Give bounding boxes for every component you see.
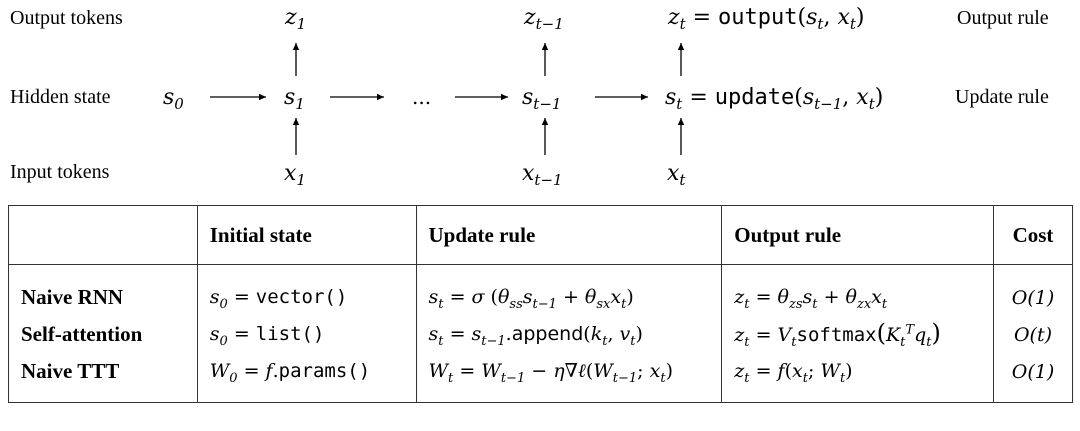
ttt-update-rule: Wt = Wt−1 − η∇ℓ(Wt−1; xt) bbox=[415, 353, 723, 403]
node-z-t-minus-1: zt−1 bbox=[523, 5, 564, 33]
header-initial-state: Initial state bbox=[196, 205, 417, 265]
node-z1: z1 bbox=[284, 5, 306, 33]
rnn-output-rule: zt = θzsst + θzxxt bbox=[721, 264, 995, 316]
row-name-self-attention: Self-attention bbox=[8, 316, 198, 353]
output-tokens-label: Output tokens bbox=[10, 7, 123, 29]
header-output-rule: Output rule bbox=[721, 205, 995, 265]
output-fn-name: output bbox=[718, 5, 797, 30]
node-xt: xt bbox=[667, 161, 686, 189]
node-s-t-minus-1: st−1 bbox=[522, 85, 561, 113]
node-x1: x1 bbox=[284, 161, 306, 189]
ellipsis: ... bbox=[412, 85, 431, 109]
comparison-table: Initial state Update rule Output rule Co… bbox=[8, 205, 1073, 403]
input-tokens-label: Input tokens bbox=[10, 161, 110, 183]
table-header-row: Initial state Update rule Output rule Co… bbox=[8, 205, 1073, 265]
ttt-initial-state: W0 = f.params() bbox=[196, 353, 417, 403]
node-s0: s0 bbox=[163, 85, 184, 113]
table-row: Naive TTT W0 = f.params() Wt = Wt−1 − η∇… bbox=[8, 353, 1073, 403]
ttt-cost: O(1) bbox=[993, 353, 1073, 403]
update-rule-label: Update rule bbox=[955, 86, 1049, 108]
table-row: Naive RNN s0 = vector() st = σ (θssst−1 … bbox=[8, 264, 1073, 316]
header-update-rule: Update rule bbox=[415, 205, 723, 265]
attn-update-rule: st = st−1.append(kt, vt) bbox=[415, 316, 723, 353]
hidden-state-label: Hidden state bbox=[10, 86, 111, 108]
row-name-naive-rnn: Naive RNN bbox=[8, 264, 198, 316]
header-empty bbox=[8, 205, 198, 265]
rnn-initial-state: s0 = vector() bbox=[196, 264, 417, 316]
output-rule-equation: zt = output(st, xt) bbox=[667, 5, 865, 33]
table-row: Self-attention s0 = list() st = st−1.app… bbox=[8, 316, 1073, 353]
rnn-cost: O(1) bbox=[993, 264, 1073, 316]
update-fn-name: update bbox=[715, 85, 794, 110]
attn-initial-state: s0 = list() bbox=[196, 316, 417, 353]
rnn-diagram: Output tokens Hidden state Input tokens … bbox=[10, 5, 1049, 189]
node-x-t-minus-1: xt−1 bbox=[522, 161, 563, 189]
node-s1: s1 bbox=[284, 85, 305, 113]
update-rule-equation: st = update(st−1, xt) bbox=[665, 85, 883, 113]
ttt-output-rule: zt = f(xt; Wt) bbox=[721, 353, 995, 403]
rnn-update-rule: st = σ (θssst−1 + θsxxt) bbox=[415, 264, 723, 316]
output-rule-label: Output rule bbox=[957, 7, 1049, 29]
attn-output-rule: zt = Vtsoftmax(KtTqt) bbox=[721, 316, 995, 353]
header-cost: Cost bbox=[993, 205, 1073, 265]
row-name-naive-ttt: Naive TTT bbox=[8, 353, 198, 403]
attn-cost: O(t) bbox=[993, 316, 1073, 353]
